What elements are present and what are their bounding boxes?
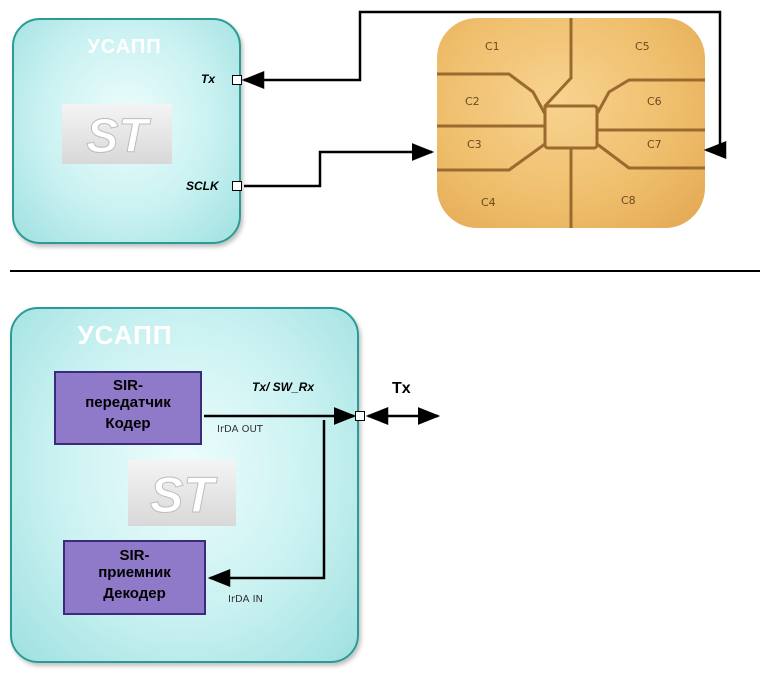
wire-irda-in [207,420,326,587]
wire-sclk-to-c3 [244,143,435,188]
usart-title-bottom: УСАПП [77,320,173,350]
svg-text:ST: ST [150,467,218,523]
decoder-line-1: SIR- [119,547,150,564]
st-logo-icon: ST [128,460,236,526]
encoder-line-3: Кодер [105,415,151,432]
decoder-line-3: Декодер [103,585,166,602]
pin-tx [232,75,242,85]
contact-c1: C1 [485,40,500,53]
encoder-line-2: передатчик [85,394,171,411]
section-divider [10,270,760,272]
irda-in-label: IrDA IN [228,594,264,605]
contact-c5: C5 [635,40,650,53]
wire-tx-to-c7 [241,10,727,159]
decoder-line-2: приемник [98,564,171,581]
encoder-block: SIR- передатчик Кодер [54,371,202,445]
tx-output-label: Tx [392,380,411,397]
irda-out-label: IrDA OUT [217,424,263,435]
encoder-line-1: SIR- [113,377,143,394]
contact-c4: C4 [481,196,496,209]
st-logo-icon: ST [62,104,172,164]
pin-label-tx-swrx: Tx/ SW_Rx [252,380,315,394]
contact-c8: C8 [621,194,636,207]
decoder-block: SIR- приемник Декодер [63,540,206,615]
svg-text:ST: ST [86,110,151,163]
pin-label-sclk: SCLK [186,179,219,193]
pin-label-tx: Tx [201,72,216,86]
pin-sclk [232,181,242,191]
usart-title-top: УСАПП [87,36,162,58]
